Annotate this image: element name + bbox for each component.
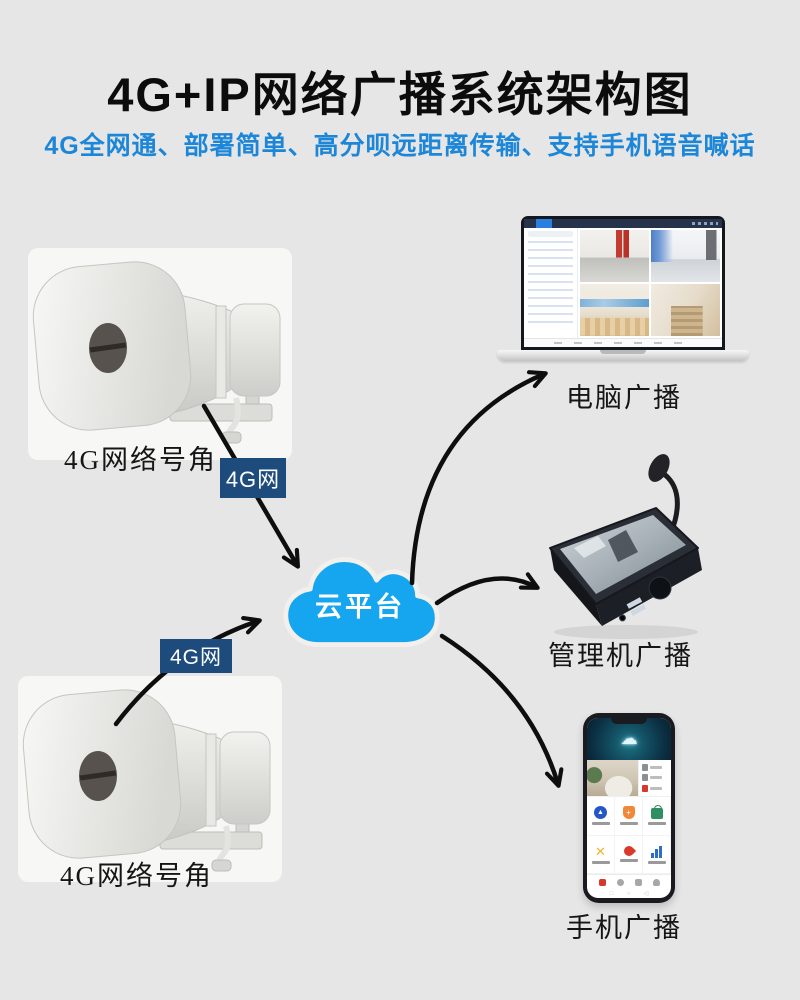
quick-action-text-placeholder xyxy=(650,787,662,791)
home-tab-icon xyxy=(598,879,606,886)
horn-speaker-illustration xyxy=(22,689,271,872)
app-quick-actions xyxy=(638,760,671,796)
profile-tab-icon xyxy=(652,879,660,886)
feature-cell xyxy=(615,835,643,874)
laptop-notch xyxy=(600,350,646,354)
software-device-tree-sidebar xyxy=(524,228,578,338)
speaker-bottom-label: 4G网络号角 xyxy=(60,861,213,891)
phone-label: 手机广播 xyxy=(566,913,682,943)
horn-speaker-bottom xyxy=(22,689,271,872)
horn-speaker-illustration xyxy=(32,261,281,444)
feature-label-placeholder xyxy=(591,822,610,826)
feature-cell xyxy=(643,797,671,836)
feature-cell: ▲ xyxy=(587,797,615,836)
photo-person-figure xyxy=(608,530,638,562)
console-label: 管理机广播 xyxy=(548,641,693,671)
device-tree-items xyxy=(528,241,573,329)
list-tab-icon xyxy=(634,879,642,886)
cloud-platform-label: 云平台 xyxy=(315,592,405,622)
arrow-cloud-to-console xyxy=(434,572,540,606)
phone-screen: ☁ xyxy=(587,718,671,898)
statusbar-text-placeholder xyxy=(553,342,693,344)
camera-feed-hallway xyxy=(580,230,649,282)
feature-label-placeholder xyxy=(619,859,638,863)
feature-cell xyxy=(643,835,671,874)
speaker-top-label: 4G网络号角 xyxy=(64,445,217,475)
app-feature-grid: ▲ + ✕ xyxy=(587,797,671,874)
lock-icon xyxy=(642,763,648,771)
link-badge-4g-bottom: 4G网 xyxy=(160,639,232,673)
broadcast-software-ui xyxy=(524,219,722,347)
app-room-photo xyxy=(587,760,638,796)
app-cloud-banner: ☁ xyxy=(587,718,671,760)
software-statusbar xyxy=(524,338,722,347)
arrow-cloud-to-phone xyxy=(439,633,564,788)
microphone-capsule-icon xyxy=(648,454,670,482)
page-subtitle: 4G全网通、部署简单、高分呗远距离传输、支持手机语音喊话 xyxy=(44,132,756,160)
console-speaker-grille xyxy=(648,576,672,600)
photo-highlight xyxy=(574,536,606,558)
alert-circle-icon: ▲ xyxy=(594,806,607,820)
laptop-label: 电脑广播 xyxy=(566,383,682,413)
camera-feed-staircase xyxy=(651,284,720,336)
alarm-icon xyxy=(642,785,648,793)
quick-action-item xyxy=(642,774,668,782)
horn-speaker-top xyxy=(32,261,281,444)
fire-safety-shield-icon: + xyxy=(622,806,635,820)
lock-icon xyxy=(642,774,648,782)
stats-chart-icon xyxy=(651,845,662,858)
android-back-icon: ◁ xyxy=(643,891,649,897)
android-circle-icon: ○ xyxy=(626,891,631,897)
laptop-base xyxy=(497,350,749,361)
camera-grid xyxy=(578,228,722,338)
cloud-glow-icon: ☁ xyxy=(620,729,638,748)
android-nav-bar: □ ○ ◁ xyxy=(587,890,671,898)
camera-feed-corridor xyxy=(651,230,720,282)
window-controls-icon xyxy=(692,222,718,225)
console-front-side xyxy=(550,548,602,626)
message-tab-icon xyxy=(616,879,624,886)
quick-action-text-placeholder xyxy=(650,765,662,769)
tree-search-input xyxy=(528,231,573,237)
android-square-icon: □ xyxy=(609,891,614,897)
feature-label-placeholder xyxy=(619,822,638,826)
quick-action-item xyxy=(642,763,668,771)
feature-label-placeholder xyxy=(647,822,666,826)
phone-notch xyxy=(611,718,647,724)
usb-ports-icon xyxy=(618,597,646,622)
quick-action-item xyxy=(642,785,668,793)
hazard-flame-icon xyxy=(621,844,636,859)
console-shadow xyxy=(554,625,698,639)
software-active-tab xyxy=(536,219,552,228)
console-node xyxy=(549,454,702,639)
app-bottom-nav xyxy=(587,874,671,890)
patrol-bag-icon xyxy=(650,805,663,820)
feature-cell: + xyxy=(615,797,643,836)
feature-label-placeholder xyxy=(591,860,610,864)
feature-cell: ✕ xyxy=(587,835,615,874)
quick-action-text-placeholder xyxy=(650,776,662,780)
repair-tools-icon: ✕ xyxy=(595,843,606,859)
page-title: 4G+IP网络广播系统架构图 xyxy=(107,68,693,121)
camera-feed-classroom xyxy=(580,284,649,336)
feature-label-placeholder xyxy=(647,860,666,864)
laptop-node xyxy=(497,216,749,364)
cloud-icon xyxy=(283,557,440,648)
cloud-platform-node: 云平台 xyxy=(277,543,443,669)
phone-node: ☁ xyxy=(583,713,675,903)
laptop-screen xyxy=(521,216,725,350)
link-badge-4g-top: 4G网 xyxy=(220,458,286,498)
software-titlebar xyxy=(524,219,722,228)
